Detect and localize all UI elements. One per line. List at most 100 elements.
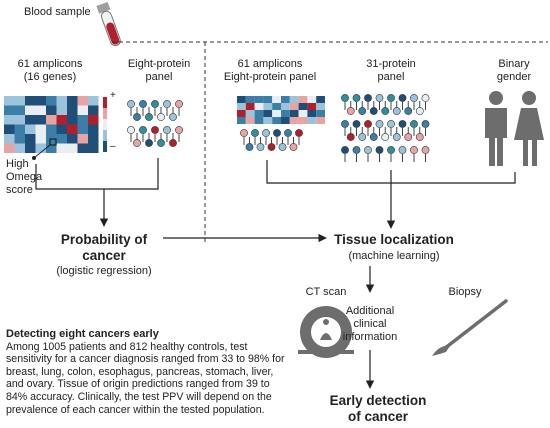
female-figure-icon (514, 91, 544, 166)
protein-glyph (151, 100, 159, 116)
amplicons-title: 61 amplicons (17, 58, 83, 70)
right-merge-lines (266, 160, 516, 229)
protein-glyph (175, 100, 183, 116)
heatmap-cell (56, 143, 67, 153)
omega-label-line2: Omega (6, 171, 43, 183)
amplicons-subtitle: (16 genes) (23, 71, 77, 83)
protein-glyph (364, 94, 372, 110)
protein-glyph (267, 137, 276, 151)
heatmap-cell (56, 134, 67, 144)
heatmap-cell (316, 103, 325, 110)
heatmap-cell (237, 117, 246, 124)
heatmap-cell (4, 134, 15, 144)
protein-glyph (387, 146, 395, 162)
heatmap-cell (245, 117, 255, 124)
heatmap-cell (77, 124, 88, 134)
heatmap-cell (56, 96, 67, 106)
heatmap-cell (298, 96, 308, 103)
heatmap-cell (14, 115, 25, 125)
protein-glyph (145, 107, 153, 121)
protein-glyph (410, 94, 418, 110)
heatmap-cell (77, 143, 88, 153)
blood-tube-icon (96, 1, 121, 47)
early-detection-line1: Early detection (329, 393, 427, 408)
heatmap-cell (272, 110, 281, 117)
protein-glyph (127, 100, 135, 116)
probability-title-line2: cancer (82, 248, 126, 263)
heatmap-cell (298, 103, 308, 110)
protein-glyph (410, 146, 418, 162)
heatmap-cell (35, 143, 46, 153)
heatmap-cell (77, 134, 88, 144)
heatmap-cell (245, 103, 255, 110)
male-figure-icon (485, 91, 507, 166)
heatmap-cell (254, 110, 264, 117)
probability-title-line1: Probability of (60, 232, 148, 247)
heatmap-cell (237, 110, 246, 117)
heatmap-cell (14, 105, 25, 115)
heatmap-cell (4, 115, 15, 125)
heatmap-cell (263, 96, 273, 103)
protein-glyph (381, 101, 390, 115)
heatmap-cell (25, 96, 36, 106)
heatmap-cell (25, 134, 36, 144)
ct-scanner-icon (298, 306, 354, 358)
biopsy-label: Biopsy (448, 286, 482, 298)
heatmap-cell (35, 124, 46, 134)
ct-scan-label: CT scan (305, 286, 347, 298)
biopsy-scalpel-icon (432, 299, 508, 356)
additional-info-line1: Additional (345, 305, 395, 317)
protein-glyph (398, 120, 407, 136)
heatmap-cell (88, 143, 99, 153)
panel31-title-line1: 31-protein (366, 58, 416, 70)
protein-glyph (415, 127, 424, 141)
protein-glyph (151, 126, 159, 142)
protein-glyph (127, 126, 135, 142)
protein-glyph (387, 94, 395, 110)
heatmap-cell (263, 110, 273, 117)
protein-glyph (358, 101, 367, 115)
heatmap-cell (281, 96, 290, 103)
heatmap-cell (46, 115, 57, 125)
protein-glyph (398, 146, 407, 162)
heatmap-cell (25, 124, 36, 134)
protein-glyph (245, 137, 254, 151)
protein-glyph (352, 146, 361, 162)
heatmap-cell (254, 103, 264, 110)
tissue-localization-method: (machine learning) (348, 250, 440, 262)
protein-glyph (278, 137, 287, 151)
protein-glyph (404, 101, 413, 115)
gender-title-line2: gender (496, 71, 532, 83)
protein-glyph (157, 107, 165, 121)
protein-glyph (352, 120, 361, 136)
protein-glyph (145, 133, 153, 147)
protein-glyph (175, 126, 183, 142)
heatmap-cell (35, 105, 46, 115)
protein-glyph (169, 133, 177, 147)
heatmap-cell (4, 105, 15, 115)
heatmap-cell (88, 134, 99, 144)
heatmap-cell (254, 96, 264, 103)
heatmap-cell (67, 105, 78, 115)
heatmap-cell (77, 96, 88, 106)
heatmap-cell (281, 117, 290, 124)
heatmap-cell (307, 103, 317, 110)
protein-glyph (369, 101, 378, 115)
heatmap-cell (289, 117, 299, 124)
heatmap-cell (56, 105, 67, 115)
protein-glyph (163, 100, 171, 116)
heatmap-cell (35, 134, 46, 144)
description-body: Among 1005 patients and 812 healthy cont… (6, 340, 285, 416)
protein-panel-title: Eight-protein (127, 58, 191, 70)
protein-glyph (369, 127, 378, 141)
heatmap-cell (298, 110, 308, 117)
protein-glyph (284, 129, 292, 145)
heatmap-cell (46, 143, 57, 153)
protein-glyph (387, 120, 395, 136)
protein-glyph (404, 127, 413, 141)
heatmap-cell (316, 117, 325, 124)
early-detection-line2: of cancer (347, 409, 409, 424)
heatmap-cell (14, 134, 25, 144)
protein-glyph (262, 129, 270, 145)
